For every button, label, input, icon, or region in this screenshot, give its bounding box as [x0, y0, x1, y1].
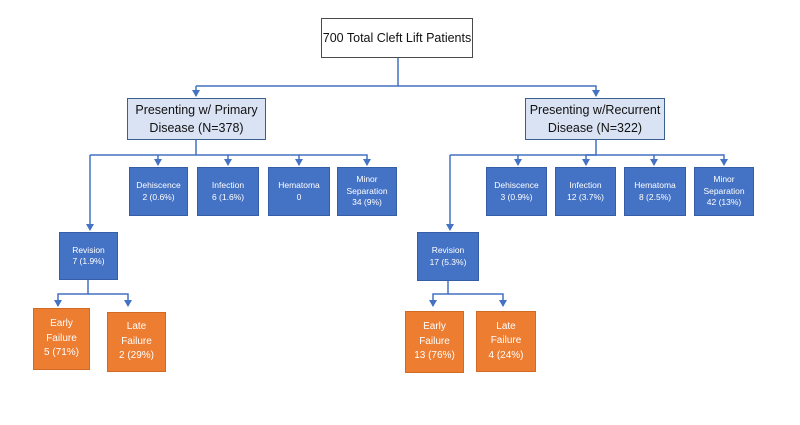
primary-dehiscence-box: Dehiscence 2 (0.6%) [129, 167, 188, 216]
primary-late-value: 2 (29%) [118, 350, 154, 362]
connector-top-to-recurrent [398, 85, 600, 97]
primary-revision-box: Revision 7 (1.9%) [59, 232, 118, 280]
connector-recurrent-infection [582, 154, 596, 166]
primary-infection-box: Infection 6 (1.6%) [197, 167, 259, 216]
primary-minor-name2: Separation [346, 185, 388, 196]
recurrent-dehiscence-box: Dehiscence 3 (0.9%) [486, 167, 547, 216]
recurrent-late-value: 4 (24%) [488, 349, 524, 361]
recurrent-hematoma-value: 8 (2.5%) [638, 191, 672, 202]
recurrent-infection-value: 12 (3.7%) [567, 191, 604, 202]
recurrent-revision-name: Revision [431, 245, 465, 256]
recurrent-early-line2: Failure [419, 335, 450, 347]
connector-recurrent-revision-split [429, 281, 449, 307]
recurrent-minor-value: 42 (13%) [706, 197, 742, 208]
connector-recurrent-hematoma [596, 154, 658, 166]
primary-late-failure-box: Late Failure 2 (29%) [107, 312, 166, 372]
connector-primary-revision-split [54, 280, 89, 307]
primary-disease-line2: Disease (N=378) [149, 121, 244, 135]
primary-late-line2: Failure [121, 335, 152, 347]
primary-hematoma-name: Hematoma [278, 180, 320, 191]
recurrent-hematoma-box: Hematoma 8 (2.5%) [624, 167, 686, 216]
recurrent-early-failure-box: Early Failure 13 (76%) [405, 311, 464, 373]
primary-disease-line1: Presenting w/ Primary [135, 102, 258, 117]
recurrent-late-line2: Failure [490, 335, 522, 347]
recurrent-infection-name: Infection [569, 180, 602, 191]
primary-minor-value: 34 (9%) [352, 197, 382, 208]
primary-early-line1: Early [50, 318, 73, 330]
total-patients-box: 700 Total Cleft Lift Patients [321, 18, 473, 58]
primary-early-value: 5 (71%) [43, 347, 79, 359]
recurrent-minor-separation-box: Minor Separation 42 (13%) [694, 167, 754, 216]
primary-dehiscence-name: Dehiscence [136, 180, 181, 191]
primary-hematoma-box: Hematoma 0 [268, 167, 330, 216]
recurrent-dehiscence-name: Dehiscence [494, 180, 539, 191]
primary-revision-value: 7 (1.9%) [72, 256, 105, 266]
primary-hematoma-value: 0 [296, 191, 302, 202]
recurrent-disease-line1: Presenting w/Recurrent [529, 102, 661, 117]
primary-infection-value: 6 (1.6%) [211, 191, 245, 202]
recurrent-disease-box: Presenting w/Recurrent Disease (N=322) [525, 98, 665, 140]
connector-recurrent-revision-late [448, 293, 507, 307]
recurrent-revision-box: Revision 17 (5.3%) [417, 232, 479, 281]
primary-minor-name1: Minor [356, 174, 378, 185]
recurrent-infection-box: Infection 12 (3.7%) [555, 167, 616, 216]
primary-infection-name: Infection [211, 180, 245, 191]
connector-primary-minor [299, 154, 371, 166]
connector-primary-infection [196, 154, 232, 166]
connector-primary-hematoma [228, 154, 303, 166]
primary-disease-box: Presenting w/ Primary Disease (N=378) [127, 98, 266, 140]
recurrent-dehiscence-value: 3 (0.9%) [500, 191, 533, 202]
recurrent-hematoma-name: Hematoma [634, 180, 676, 191]
primary-revision-name: Revision [72, 244, 105, 255]
recurrent-minor-name2: Separation [703, 185, 745, 196]
connector-primary-branch [90, 140, 197, 156]
connector-primary-revision-late [88, 293, 132, 307]
primary-early-line2: Failure [46, 332, 77, 344]
connector-top-to-groups [196, 58, 399, 87]
connector-recurrent-minor [654, 154, 728, 166]
recurrent-early-value: 13 (76%) [414, 350, 455, 362]
primary-dehiscence-value: 2 (0.6%) [142, 191, 175, 202]
recurrent-revision-value: 17 (5.3%) [429, 256, 467, 267]
recurrent-late-line1: Late [496, 320, 516, 332]
recurrent-disease-line2: Disease (N=322) [547, 121, 643, 135]
recurrent-minor-name1: Minor [713, 174, 735, 185]
primary-minor-separation-box: Minor Separation 34 (9%) [337, 167, 397, 216]
total-patients-label: 700 Total Cleft Lift Patients [322, 31, 472, 45]
connector-recurrent-branch [450, 140, 597, 156]
recurrent-late-failure-box: Late Failure 4 (24%) [476, 311, 536, 372]
primary-late-line1: Late [126, 321, 147, 333]
primary-early-failure-box: Early Failure 5 (71%) [33, 308, 90, 370]
recurrent-early-line1: Early [423, 321, 446, 333]
